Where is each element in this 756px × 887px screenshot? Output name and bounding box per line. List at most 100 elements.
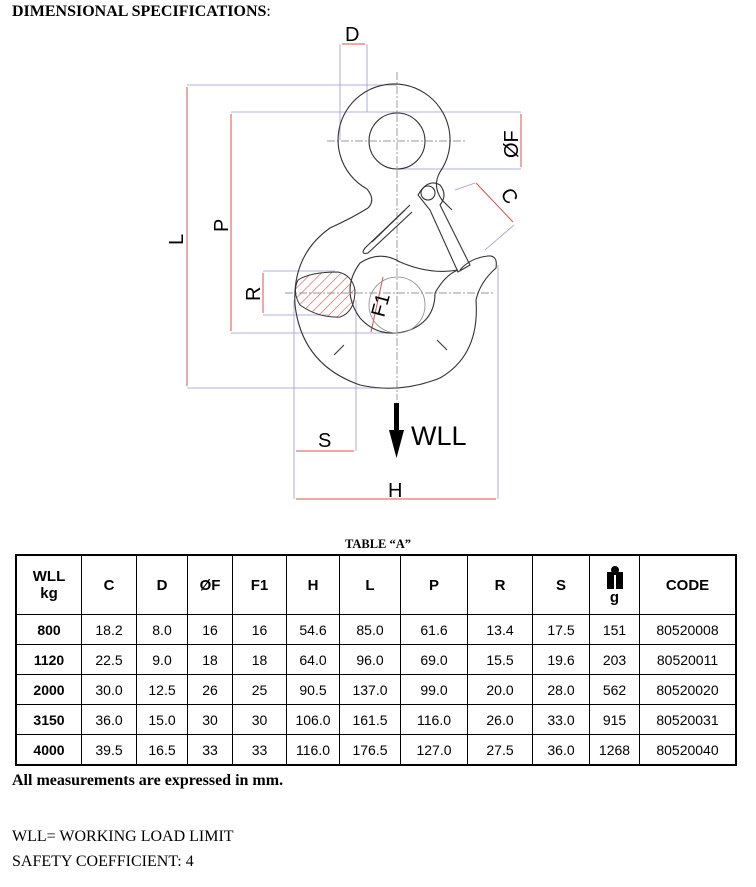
units-note: All measurements are expressed in mm.	[12, 772, 284, 789]
header-code: CODE	[639, 554, 737, 615]
table-cell: 161.5	[339, 704, 401, 735]
table-cell: 562	[589, 674, 640, 705]
hatched-section	[294, 271, 356, 318]
table-cell: 137.0	[339, 674, 401, 705]
table-cell: 27.5	[467, 734, 533, 766]
label-f: ØF	[501, 130, 523, 158]
label-f1: F1	[368, 291, 395, 319]
table-cell: 106.0	[286, 704, 340, 735]
table-cell: 1268	[589, 734, 640, 766]
hook-diagram: D ØF C L P R F1 S H WLL	[166, 24, 523, 502]
table-cell: 80520011	[639, 644, 737, 675]
table-cell: 36.0	[81, 704, 137, 735]
table-cell: 151	[589, 614, 640, 645]
table-cell: 17.5	[532, 614, 590, 645]
table-cell: 12.5	[136, 674, 188, 705]
header-l: L	[339, 554, 401, 615]
label-r: R	[243, 287, 265, 301]
wll-definition: WLL= WORKING LOAD LIMIT	[12, 828, 234, 845]
table-cell: 9.0	[136, 644, 188, 675]
safety-coefficient: SAFETY COEFFICIENT: 4	[12, 853, 194, 870]
table-cell: 1120	[15, 644, 82, 675]
table-cell: 80520031	[639, 704, 737, 735]
table-cell: 15.0	[136, 704, 188, 735]
header-c: C	[81, 554, 137, 615]
table-cell: 39.5	[81, 734, 137, 766]
dimension-lines	[186, 43, 522, 500]
table-cell: 13.4	[467, 614, 533, 645]
table-cell: 2000	[15, 674, 82, 705]
table-cell: 116.0	[400, 704, 468, 735]
table-cell: 30	[187, 704, 233, 735]
table-cell: 64.0	[286, 644, 340, 675]
table-cell: 19.6	[532, 644, 590, 675]
table-cell: 33.0	[532, 704, 590, 735]
section-title-colon: :	[266, 3, 271, 20]
table-cell: 116.0	[286, 734, 340, 766]
table-cell: 18	[232, 644, 287, 675]
table-cell: 26.0	[467, 704, 533, 735]
table-cell: 69.0	[400, 644, 468, 675]
label-h: H	[388, 480, 402, 502]
header-r: R	[467, 554, 533, 615]
table-cell: 54.6	[286, 614, 340, 645]
table-cell: 16	[232, 614, 287, 645]
label-p: P	[211, 219, 233, 232]
table-cell: 61.6	[400, 614, 468, 645]
eye-hole	[368, 112, 426, 170]
table-cell: 25	[232, 674, 287, 705]
table-cell: 22.5	[81, 644, 137, 675]
table-cell: 90.5	[286, 674, 340, 705]
table-cell: 80520040	[639, 734, 737, 766]
table-caption: TABLE “A”	[344, 537, 412, 551]
header-p: P	[400, 554, 468, 615]
section-title-text: DIMENSIONAL SPECIFICATIONS	[12, 3, 267, 20]
extension-lines	[187, 44, 521, 499]
table-cell: 16.5	[136, 734, 188, 766]
table-cell: 8.0	[136, 614, 188, 645]
load-arrow-icon	[389, 403, 404, 458]
table-cell: 80520020	[639, 674, 737, 705]
table-cell: 4000	[15, 734, 82, 766]
table-cell: 15.5	[467, 644, 533, 675]
center-lines	[285, 72, 494, 400]
table-cell: 16	[187, 614, 233, 645]
table-cell: 33	[187, 734, 233, 766]
section-title: DIMENSIONAL SPECIFICATIONS:	[12, 3, 271, 21]
table-cell: 96.0	[339, 644, 401, 675]
table-cell: 915	[589, 704, 640, 735]
table-cell: 85.0	[339, 614, 401, 645]
table-cell: 18.2	[81, 614, 137, 645]
table-cell: 3150	[15, 704, 82, 735]
table-cell: 30	[232, 704, 287, 735]
table-cell: 30.0	[81, 674, 137, 705]
table-cell: 127.0	[400, 734, 468, 766]
table-cell: 20.0	[467, 674, 533, 705]
label-wll: WLL	[411, 421, 467, 451]
table-cell: 203	[589, 644, 640, 675]
table-cell: 28.0	[532, 674, 590, 705]
header-h: H	[286, 554, 340, 615]
table-cell: 26	[187, 674, 233, 705]
weight-icon	[606, 565, 623, 589]
table-cell: 80520008	[639, 614, 737, 645]
hook-outline	[294, 83, 497, 389]
label-l: L	[166, 234, 188, 245]
label-c: C	[496, 185, 522, 209]
table-cell: 800	[15, 614, 82, 645]
table-cell: 18	[187, 644, 233, 675]
table-cell: 36.0	[532, 734, 590, 766]
table-cell: 176.5	[339, 734, 401, 766]
header-d: D	[136, 554, 188, 615]
label-s: S	[318, 430, 331, 452]
table-cell: 99.0	[400, 674, 468, 705]
table-cell: 33	[232, 734, 287, 766]
